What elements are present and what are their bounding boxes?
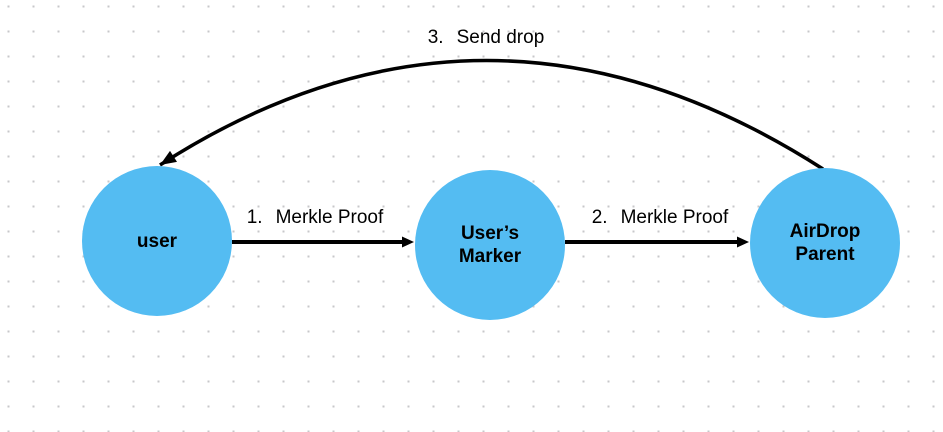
edge-merkle-proof-1-text: Merkle Proof — [275, 207, 384, 228]
node-user-label: user — [136, 230, 178, 252]
node-user[interactable]: user — [82, 166, 232, 316]
edge-merkle-proof-2-arrowhead-icon — [737, 236, 749, 248]
edge-merkle-proof-2-number: 2. — [591, 207, 608, 228]
edge-send-drop-number: 3. — [427, 27, 444, 48]
edge-merkle-proof-1-number: 1. — [246, 207, 263, 228]
node-airdrop-parent-label: AirDrop Parent — [789, 221, 861, 265]
edge-merkle-proof-1-arrowhead-icon — [402, 236, 414, 248]
edge-merkle-proof-2-text: Merkle Proof — [620, 207, 729, 228]
edge-send-drop-path[interactable] — [159, 58, 824, 171]
edge-merkle-proof-1[interactable] — [232, 236, 414, 248]
edge-send-drop-arrowhead-icon — [160, 150, 177, 165]
node-users-marker-label: User’s Marker — [458, 223, 522, 267]
edge-merkle-proof-2[interactable] — [565, 236, 749, 248]
edge-merkle-proof-1-label[interactable]: 1. Merkle Proof — [247, 207, 384, 229]
node-users-marker[interactable]: User’s Marker — [415, 170, 565, 320]
edge-send-drop-label[interactable]: 3. Send drop — [428, 27, 545, 49]
node-airdrop-parent[interactable]: AirDrop Parent — [750, 168, 900, 318]
edge-send-drop-text: Send drop — [456, 27, 545, 48]
edge-merkle-proof-2-label[interactable]: 2. Merkle Proof — [592, 207, 729, 229]
edge-send-drop[interactable] — [159, 58, 824, 171]
